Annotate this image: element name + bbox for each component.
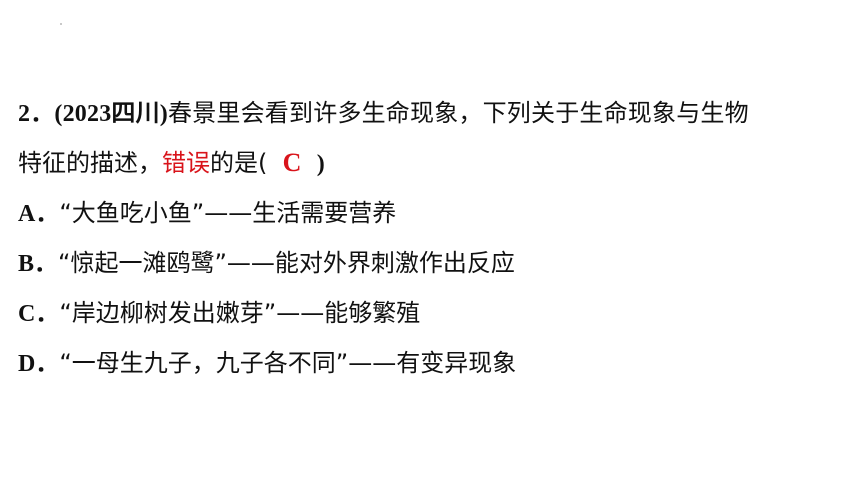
option-letter: D． bbox=[18, 351, 60, 377]
question-stem-text-2: 特征的描述， bbox=[18, 149, 162, 177]
decorative-dot bbox=[60, 23, 62, 25]
option-letter: A． bbox=[18, 201, 60, 227]
question-stem-line-1: 2．(2023四川)春景里会看到许多生命现象，下列关于生命现象与生物 bbox=[18, 88, 848, 138]
close-paren: ) bbox=[316, 151, 325, 177]
question-source: (2023四川) bbox=[54, 101, 168, 127]
option-d: D．“一母生九子，九子各不同”——有变异现象 bbox=[18, 338, 848, 388]
option-c: C．“岸边柳树发出嫩芽”——能够繁殖 bbox=[18, 288, 848, 338]
question-stem-text-1: 春景里会看到许多生命现象，下列关于生命现象与生物 bbox=[168, 99, 749, 127]
question-number: 2． bbox=[18, 101, 55, 127]
option-letter: B． bbox=[18, 251, 59, 277]
question-stem-text-3: 的是( bbox=[210, 149, 268, 177]
option-letter: C． bbox=[18, 301, 60, 327]
option-text: “岸边柳树发出嫩芽”——能够繁殖 bbox=[59, 299, 421, 327]
option-text: “一母生九子，九子各不同”——有变异现象 bbox=[59, 349, 517, 377]
answer-letter: C bbox=[282, 148, 302, 177]
question-stem-line-2: 特征的描述，错误的是( C ) bbox=[18, 138, 848, 188]
option-text: “惊起一滩鸥鹭”——能对外界刺激作出反应 bbox=[58, 249, 515, 277]
highlight-word: 错误 bbox=[162, 149, 210, 177]
option-b: B．“惊起一滩鸥鹭”——能对外界刺激作出反应 bbox=[18, 238, 848, 288]
question-block: 2．(2023四川)春景里会看到许多生命现象，下列关于生命现象与生物 特征的描述… bbox=[18, 88, 848, 388]
option-text: “大鱼吃小鱼”——生活需要营养 bbox=[59, 199, 397, 227]
option-a: A．“大鱼吃小鱼”——生活需要营养 bbox=[18, 188, 848, 238]
